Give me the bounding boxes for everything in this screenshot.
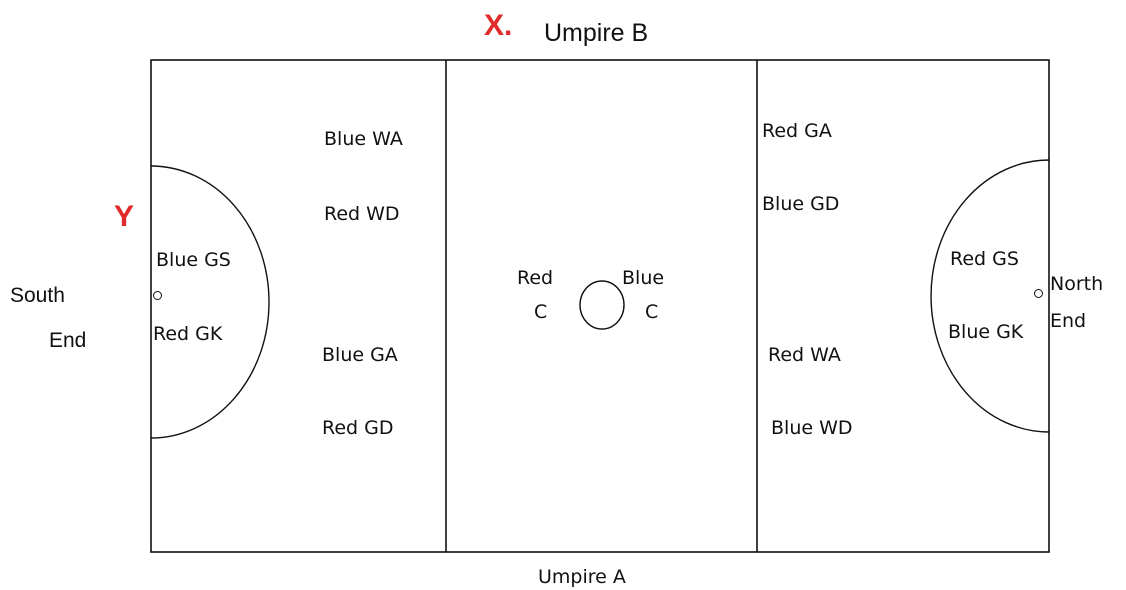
mark-x: X.	[484, 9, 513, 42]
player-blue-c-line2: C	[645, 301, 659, 323]
court-boundary	[150, 59, 1050, 553]
player-red-c-line2: C	[534, 301, 548, 323]
player-blue-wa: Blue WA	[324, 128, 403, 150]
umpire-b-label: Umpire B	[544, 19, 649, 47]
player-blue-ga: Blue GA	[322, 344, 398, 366]
player-blue-gk: Blue GK	[948, 321, 1024, 343]
goal-circle-south	[150, 165, 270, 439]
player-red-ga: Red GA	[762, 120, 832, 142]
goal-post-south	[153, 291, 162, 300]
player-red-gk: Red GK	[153, 323, 223, 345]
goal-post-north	[1034, 289, 1043, 298]
player-blue-gs: Blue GS	[156, 249, 231, 271]
player-blue-gd: Blue GD	[762, 193, 840, 215]
north-label: North	[1050, 273, 1104, 295]
player-red-wd: Red WD	[324, 203, 400, 225]
player-red-gd: Red GD	[322, 417, 394, 439]
centre-circle	[579, 280, 625, 330]
player-blue-wd: Blue WD	[771, 417, 853, 439]
goal-circle-north	[930, 159, 1050, 433]
mark-y: Y	[114, 200, 135, 233]
player-blue-c-line1: Blue	[622, 267, 665, 289]
player-red-gs: Red GS	[950, 248, 1019, 270]
south-end-label: End	[49, 329, 87, 352]
north-end-label: End	[1050, 310, 1087, 332]
south-label: South	[10, 284, 65, 307]
umpire-a-label: Umpire A	[538, 566, 626, 588]
player-red-c-line1: Red	[517, 267, 554, 289]
player-red-wa: Red WA	[768, 344, 841, 366]
